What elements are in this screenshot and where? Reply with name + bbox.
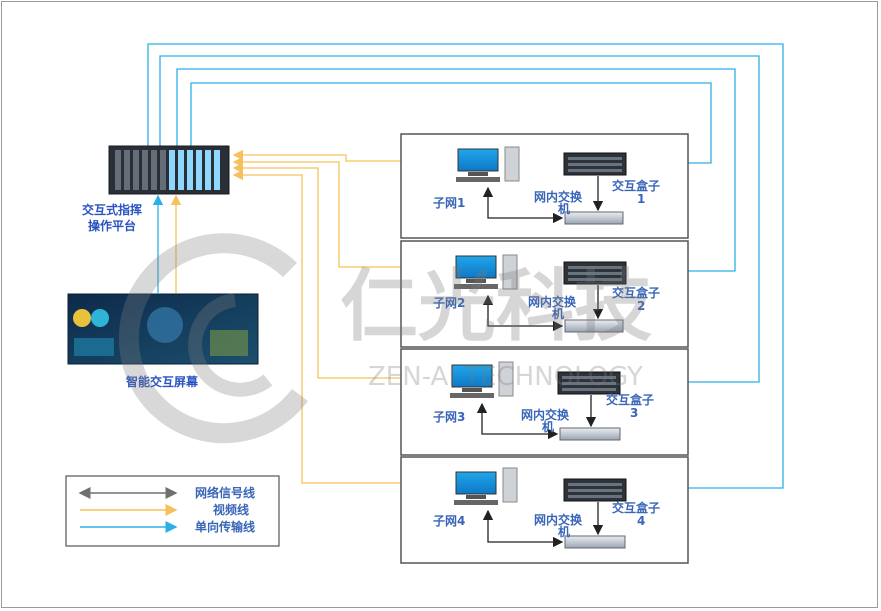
command-platform-device — [109, 146, 229, 194]
network-switch — [565, 212, 623, 224]
subnet-4-box-label-2: 4 — [637, 514, 645, 528]
legend-video-label: 视频线 — [213, 502, 249, 517]
subnet-1-box-label-2: 1 — [637, 192, 645, 206]
pc-monitor — [458, 149, 498, 171]
command-platform-label-2: 操作平台 — [88, 218, 136, 233]
pc-tower — [505, 147, 519, 181]
subnet-4-label: 子网4 — [433, 514, 465, 528]
subnet-3-label: 子网3 — [433, 410, 465, 424]
subnet-4-switch-label-2: 机 — [558, 524, 570, 539]
watermark-name: 仁光科技 — [340, 262, 652, 352]
subnet-3-switch-label-2: 机 — [542, 419, 554, 434]
watermark-sub: ZEN-AI TECHNOLOGY — [368, 362, 643, 392]
command-platform-label-1: 交互式指挥 — [82, 202, 142, 217]
subnet-3-box-label-1: 交互盒子 — [606, 392, 654, 407]
subnet-4-box-label-1: 交互盒子 — [612, 500, 660, 515]
legend-transmission-label: 单向传输线 — [195, 519, 255, 534]
subnet-1-switch-label-2: 机 — [558, 201, 570, 216]
subnet-1-box-label-1: 交互盒子 — [612, 178, 660, 193]
legend-network-label: 网络信号线 — [195, 485, 255, 500]
subnet-3-box-label-2: 3 — [630, 406, 638, 420]
subnet-1-label: 子网1 — [433, 196, 465, 210]
